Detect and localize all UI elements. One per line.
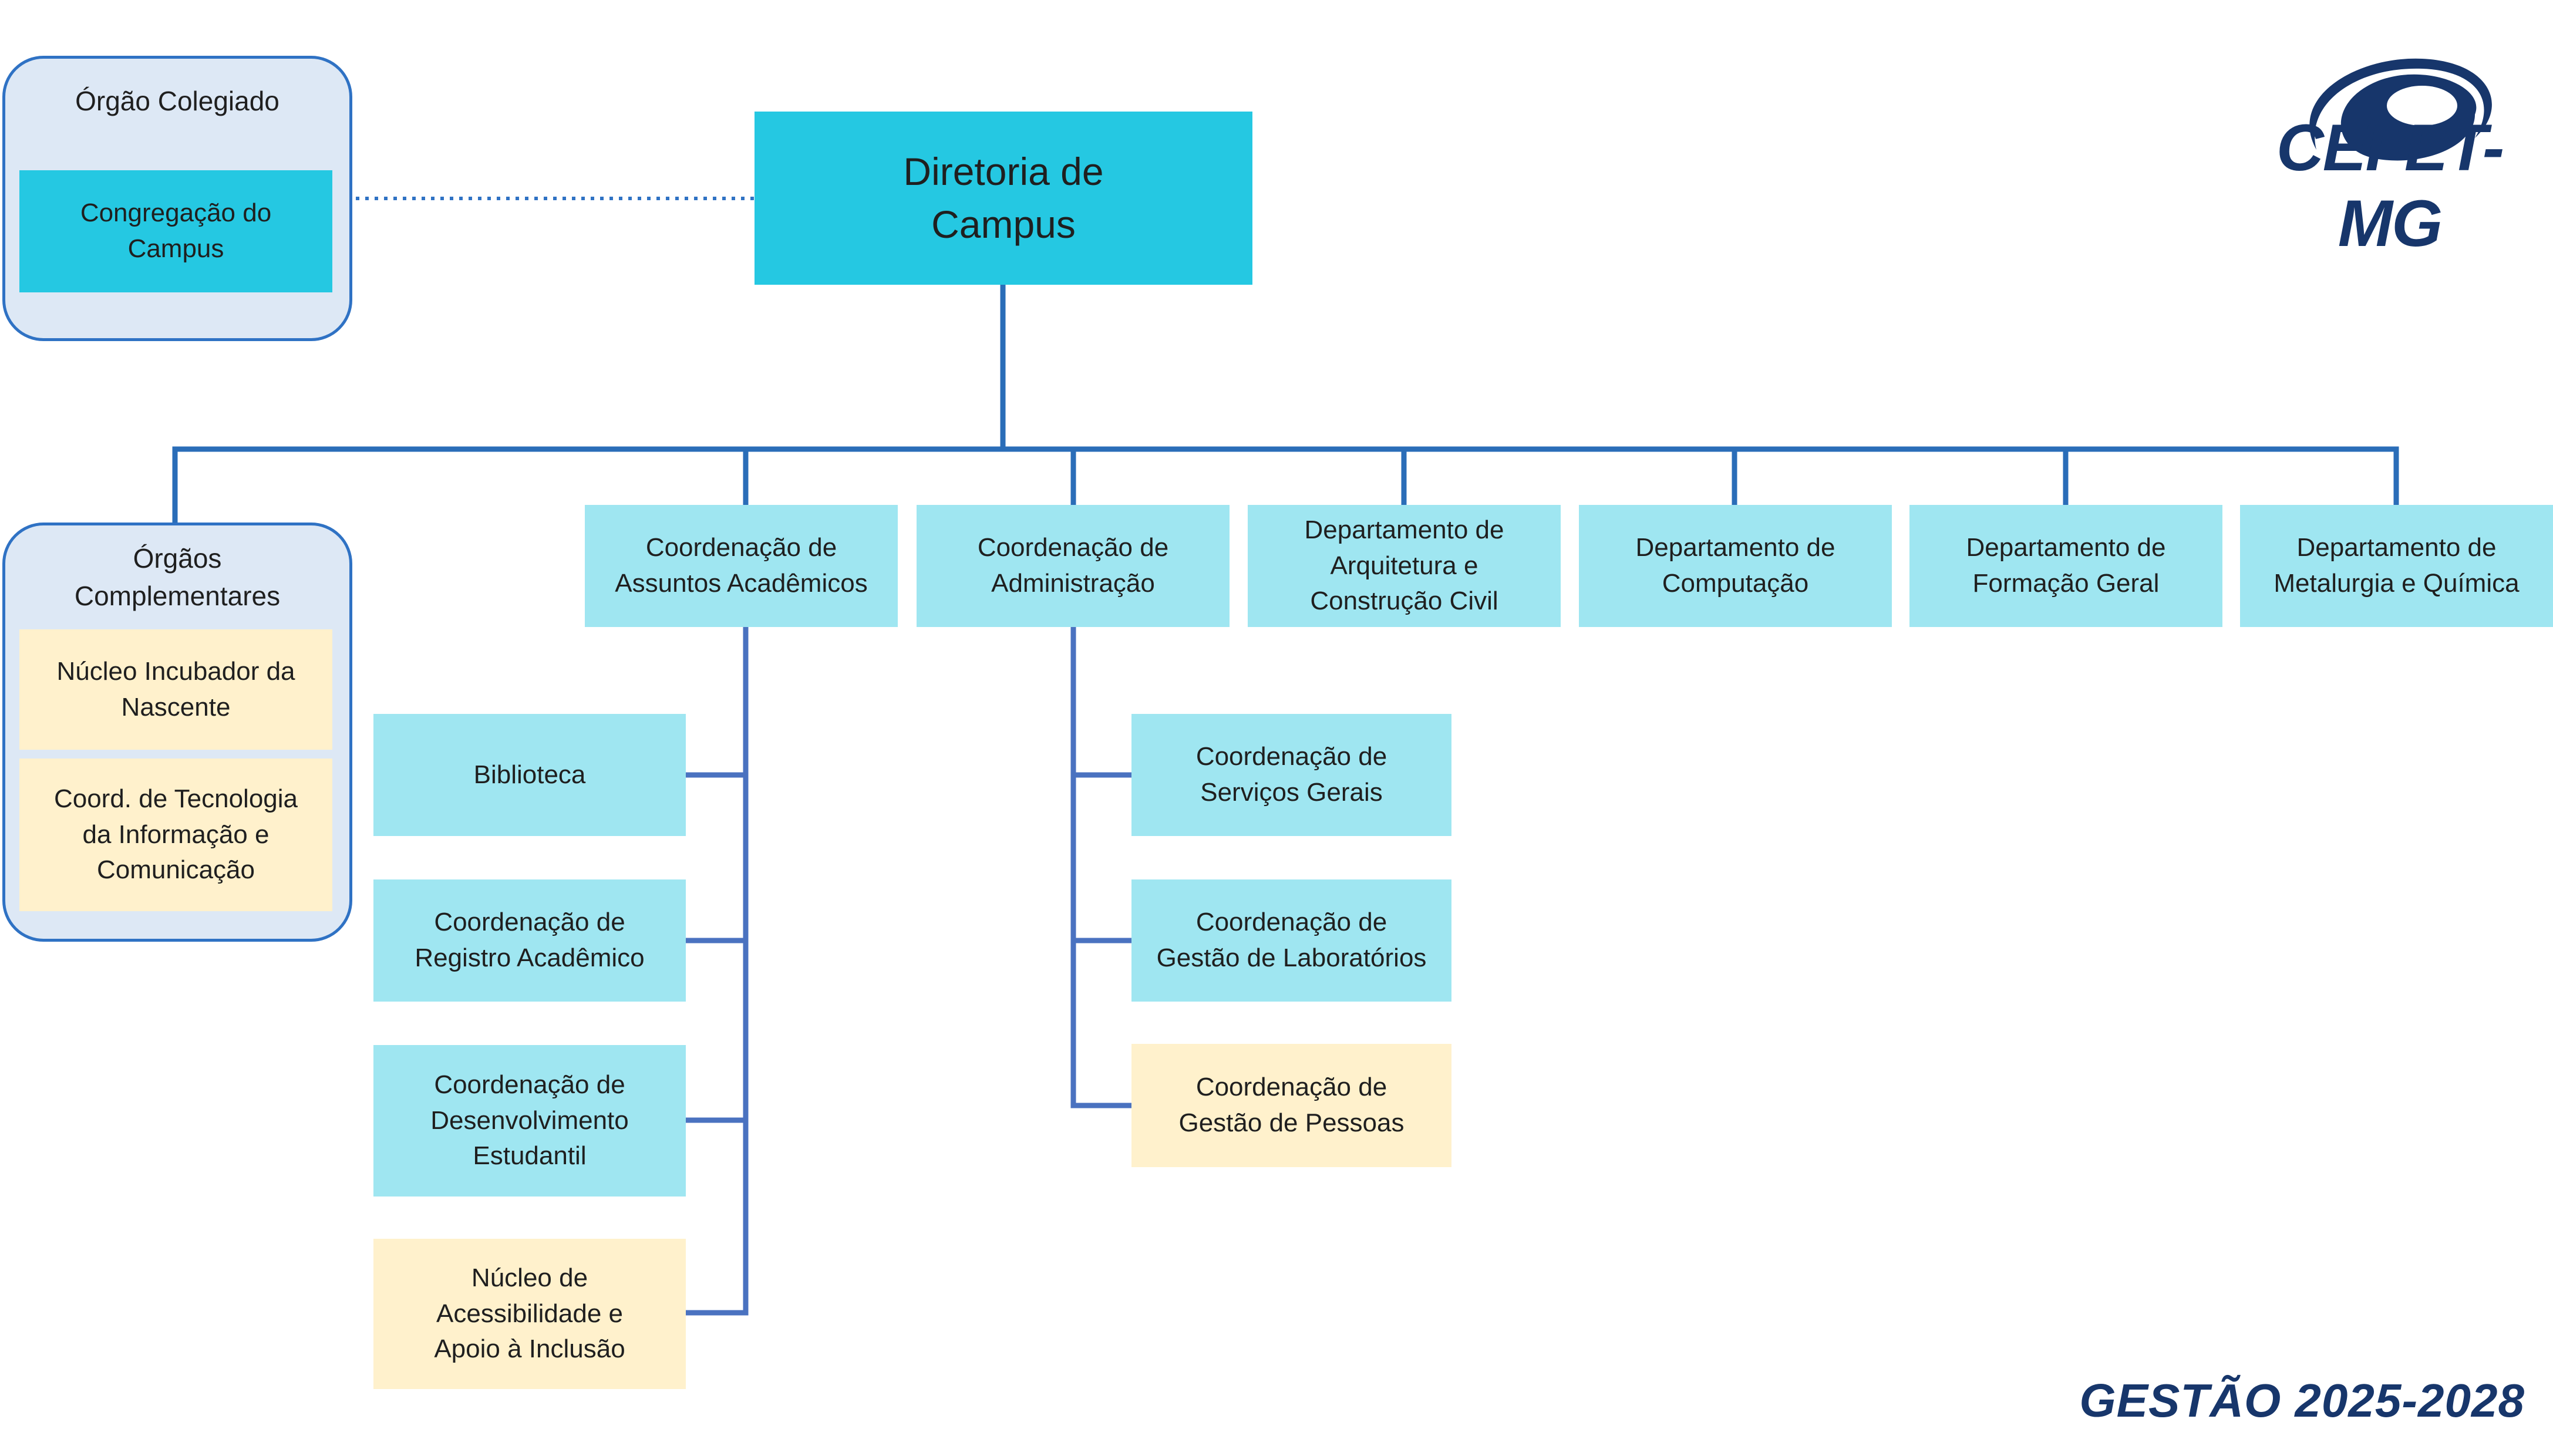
dep-metalurgia-quimica-box[interactable]: Departamento de Metalurgia e Química — [2240, 505, 2553, 627]
congregacao-box[interactable]: Congregação do Campus — [19, 170, 332, 292]
coord-tecnologia-box[interactable]: Coord. de Tecnologia da Informação e Com… — [19, 759, 332, 911]
dep-arquitetura-label: Departamento de Arquitetura e Construção… — [1304, 515, 1504, 616]
diretoria-label: Diretoria de Campus — [903, 149, 1104, 246]
congregacao-label: Congregação do Campus — [80, 198, 272, 263]
registro-academico-box[interactable]: Coordenação de Registro Acadêmico — [373, 879, 686, 1002]
dep-formacao-geral-label: Departamento de Formação Geral — [1966, 533, 2166, 598]
coord-administracao-box[interactable]: Coordenação de Administração — [917, 505, 1230, 627]
cefet-mg-logo: CEFET-MG — [2228, 50, 2551, 261]
nucleo-acessibilidade-label: Núcleo de Acessibilidade e Apoio à Inclu… — [434, 1263, 625, 1364]
nucleo-incubador-label: Núcleo Incubador da Nascente — [56, 656, 295, 722]
desenvolvimento-estudantil-label: Coordenação de Desenvolvimento Estudanti… — [430, 1070, 629, 1171]
dep-metalurgia-quimica-label: Departamento de Metalurgia e Química — [2274, 533, 2520, 598]
biblioteca-box[interactable]: Biblioteca — [373, 714, 686, 836]
servicos-gerais-box[interactable]: Coordenação de Serviços Gerais — [1131, 714, 1451, 836]
desenvolvimento-estudantil-box[interactable]: Coordenação de Desenvolvimento Estudanti… — [373, 1045, 686, 1197]
cefet-swoosh-icon — [2309, 58, 2492, 161]
dep-computacao-box[interactable]: Departamento de Computação — [1579, 505, 1892, 627]
orgao-colegiado-title: Órgão Colegiado — [75, 86, 279, 116]
gestao-pessoas-label: Coordenação de Gestão de Pessoas — [1178, 1073, 1405, 1137]
gestao-laboratorios-label: Coordenação de Gestão de Laboratórios — [1156, 908, 1427, 972]
coord-administracao-label: Coordenação de Administração — [977, 533, 1169, 598]
dep-computacao-label: Departamento de Computação — [1635, 533, 1835, 598]
dep-arquitetura-box[interactable]: Departamento de Arquitetura e Construção… — [1248, 505, 1561, 627]
biblioteca-label: Biblioteca — [473, 760, 586, 789]
logo-text: CEFET-MG — [2276, 111, 2504, 260]
orgaos-complementares-title: Órgãos Complementares — [74, 543, 281, 612]
nucleo-acessibilidade-box[interactable]: Núcleo de Acessibilidade e Apoio à Inclu… — [373, 1239, 686, 1389]
coord-assuntos-academicos-box[interactable]: Coordenação de Assuntos Acadêmicos — [585, 505, 898, 627]
gestao-pessoas-box[interactable]: Coordenação de Gestão de Pessoas — [1131, 1044, 1451, 1167]
nucleo-incubador-box[interactable]: Núcleo Incubador da Nascente — [19, 629, 332, 750]
dep-formacao-geral-box[interactable]: Departamento de Formação Geral — [1909, 505, 2222, 627]
gestao-footer: GESTÃO 2025-2028 — [2079, 1374, 2525, 1427]
registro-academico-label: Coordenação de Registro Acadêmico — [415, 908, 645, 972]
gestao-laboratorios-box[interactable]: Coordenação de Gestão de Laboratórios — [1131, 879, 1451, 1002]
coord-tecnologia-label: Coord. de Tecnologia da Informação e Com… — [53, 784, 298, 885]
coord-assuntos-academicos-label: Coordenação de Assuntos Acadêmicos — [615, 533, 868, 598]
diretoria-box[interactable]: Diretoria de Campus — [755, 112, 1252, 285]
servicos-gerais-label: Coordenação de Serviços Gerais — [1195, 742, 1387, 807]
